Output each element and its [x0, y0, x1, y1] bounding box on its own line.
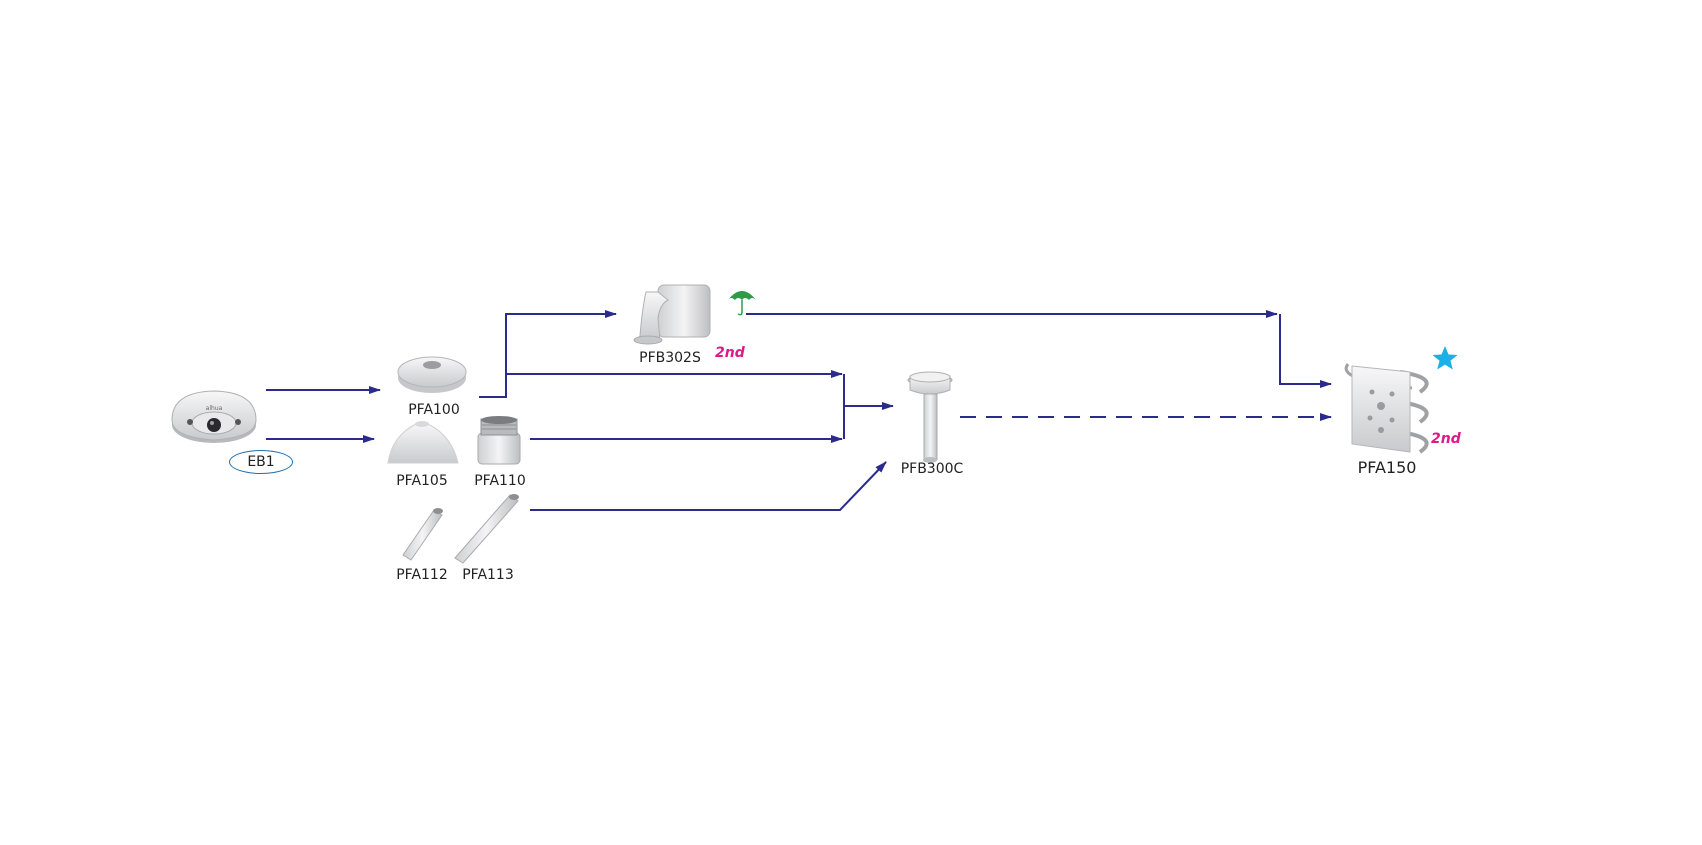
pfb300c-label: PFB300C — [900, 461, 964, 477]
pfb300c-image — [907, 371, 953, 463]
pfb302s-2nd-badge: 2nd — [715, 345, 745, 361]
pfa105-label: PFA105 — [396, 473, 448, 489]
pfb302s-label: PFB302S — [639, 350, 701, 366]
pfa112-image — [402, 508, 443, 561]
eb1-label: EB1 — [229, 450, 293, 474]
pfa150-image — [1344, 363, 1429, 454]
pfa150-label: PFA150 — [1357, 458, 1417, 477]
pfa110-image — [477, 416, 521, 465]
star-icon — [1432, 346, 1458, 370]
connectors — [266, 310, 1332, 511]
pfb302s-image — [633, 284, 711, 345]
pfa112-label: PFA112 — [396, 567, 448, 583]
pfa110-label: PFA110 — [474, 473, 526, 489]
arrow-drop-to-pfa150 — [1279, 314, 1332, 388]
arrow-pfa113-to-pfb300c — [530, 461, 887, 511]
pfa105-image — [387, 421, 459, 464]
pfa113-image — [454, 494, 519, 564]
pfa113-label: PFA113 — [462, 567, 514, 583]
pfa100-label: PFA100 — [408, 402, 460, 418]
umbrella-icon — [728, 291, 756, 316]
pfa150-2nd-badge: 2nd — [1431, 431, 1461, 447]
eb1-camera: alhua — [171, 390, 257, 443]
arrow-pfa100-to-pfb302s — [479, 310, 617, 398]
pfa100-image — [397, 356, 467, 393]
camera-logo: alhua — [206, 405, 223, 412]
